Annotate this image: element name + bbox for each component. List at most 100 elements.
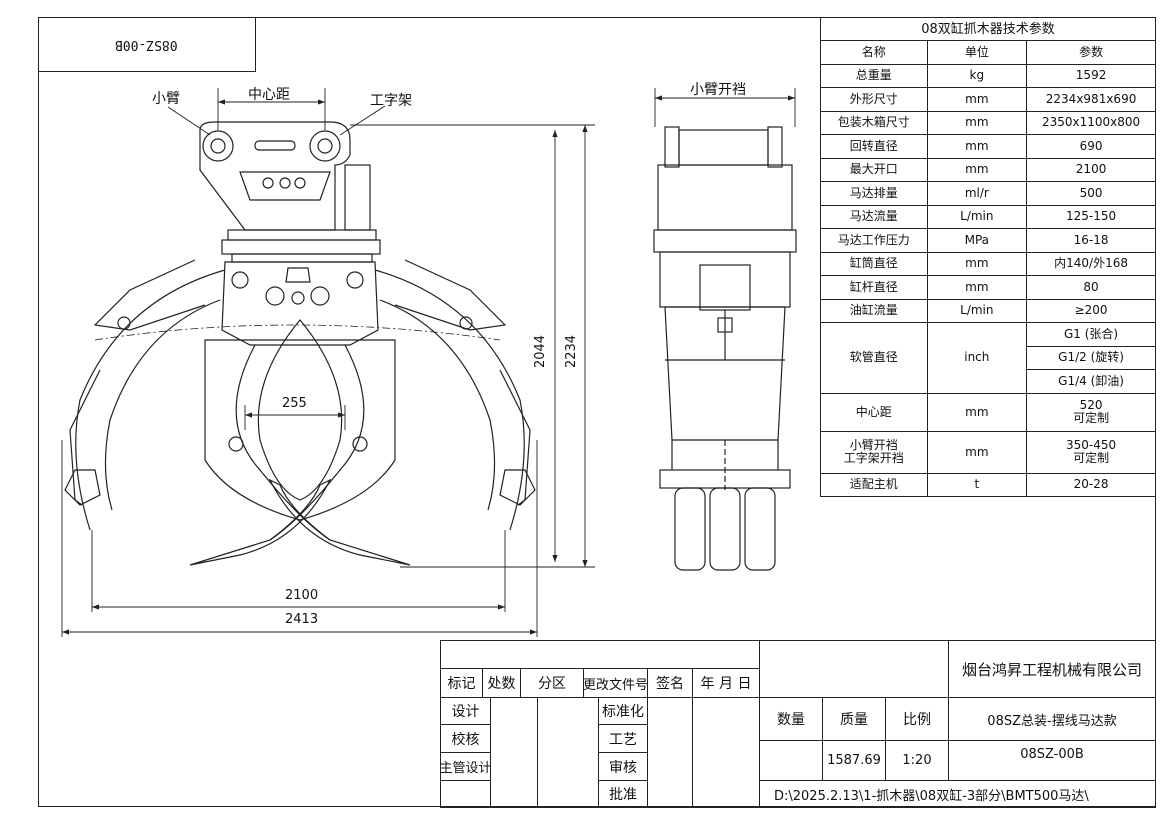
spec-unit: mm — [926, 392, 1028, 432]
spec-value: 125-150 — [1026, 204, 1156, 229]
spec-name: 最大开口 — [820, 157, 928, 182]
spec-name-line: 工字架开裆 — [843, 451, 904, 465]
role-label: 工艺 — [598, 724, 648, 753]
spec-value: 500 — [1026, 181, 1156, 206]
spec-value: ≥200 — [1026, 298, 1156, 323]
spec-value: G1/2 (旋转) — [1026, 345, 1156, 370]
side-view-grapple — [653, 126, 797, 571]
spec-title: 08双缸抓木器技术参数 — [820, 17, 1156, 41]
spec-name-line: 小臂开裆 — [849, 438, 898, 452]
rev-header: 更改文件号 — [583, 668, 648, 698]
spec-name: 油缸流量 — [820, 298, 928, 323]
rev-header: 分区 — [520, 668, 584, 698]
role-label: 批准 — [598, 780, 648, 808]
spec-name: 马达工作压力 — [820, 228, 928, 253]
front-dimensions — [61, 88, 595, 637]
label-center-distance: 中心距 — [248, 87, 290, 103]
mirrored-code-box: 08SZ-00B — [38, 17, 256, 72]
mass-value: 1587.69 — [822, 740, 886, 781]
sign-column — [490, 697, 538, 808]
spec-name: 回转直径 — [820, 134, 928, 159]
spec-value: G1/4 (卸油) — [1026, 369, 1156, 394]
rev-blank-row — [440, 640, 760, 669]
spec-unit: ml/r — [926, 181, 1028, 206]
spec-name: 中心距 — [820, 392, 928, 432]
role-label: 标准化 — [598, 697, 648, 725]
spec-row-host: 适配主机 t 20-28 — [820, 472, 1156, 497]
spec-row-hose: 软管直径 inch G1 (张合) — [820, 322, 1156, 394]
spec-value: 2100 — [1026, 157, 1156, 182]
spec-value: 20-28 — [1026, 472, 1156, 497]
header-name: 名称 — [820, 40, 928, 65]
qty-label: 数量 — [759, 697, 823, 741]
side-dimensions — [654, 88, 796, 127]
role-label: 审核 — [598, 752, 648, 781]
spec-unit: mm — [926, 275, 1028, 300]
spec-name: 缸杆直径 — [820, 275, 928, 300]
date-column-2 — [692, 697, 760, 808]
spec-value: 2350x1100x800 — [1026, 110, 1156, 135]
blank-area — [759, 640, 949, 698]
spec-unit: kg — [926, 63, 1028, 88]
drawing-frame — [38, 17, 1156, 807]
spec-name: 包装木箱尺寸 — [820, 110, 928, 135]
scale-label: 比例 — [885, 697, 949, 741]
spec-value: 80 — [1026, 275, 1156, 300]
mass-label: 质量 — [822, 697, 886, 741]
spec-header-row: 名称 单位 参数 — [820, 40, 1156, 65]
rev-header: 处数 — [482, 668, 521, 698]
drawing-number: 08SZ-00B — [948, 740, 1156, 781]
spec-value: 16-18 — [1026, 228, 1156, 253]
spec-name: 总重量 — [820, 63, 928, 88]
label-i-frame: 工字架 — [370, 93, 412, 109]
spec-unit: mm — [926, 134, 1028, 159]
company-name: 烟台鸿昇工程机械有限公司 — [948, 640, 1156, 698]
spec-unit: t — [926, 472, 1028, 497]
spec-name: 马达流量 — [820, 204, 928, 229]
spec-value: G1 (张合) — [1026, 322, 1156, 347]
label-arm-gap: 小臂开裆 — [690, 82, 746, 98]
spec-value: 内140/外168 — [1026, 251, 1156, 276]
spec-value-note: 可定制 — [1073, 451, 1110, 465]
spec-name: 马达排量 — [820, 181, 928, 206]
role-label: 设计 — [440, 697, 491, 725]
spec-value: 2234x981x690 — [1026, 87, 1156, 112]
dim-height-2044: 2044 — [533, 334, 549, 369]
spec-name: 软管直径 — [820, 322, 928, 394]
spec-name: 适配主机 — [820, 472, 928, 497]
spec-unit: MPa — [926, 228, 1028, 253]
spec-value-number: 520 — [1079, 398, 1103, 412]
file-path: D:\2025.2.13\1-抓木器\08双缸-3部分\BMT500马达\ — [759, 780, 1156, 808]
spec-unit: inch — [926, 322, 1028, 394]
spec-subrow: G1/2 (旋转) — [821, 345, 1156, 370]
spec-name: 缸筒直径 — [820, 251, 928, 276]
header-value: 参数 — [1026, 40, 1156, 65]
rev-header: 年 月 日 — [692, 668, 760, 698]
dim-opening-2100: 2100 — [285, 588, 319, 603]
dim-total-width-2413: 2413 — [285, 612, 319, 627]
qty-value — [759, 740, 823, 781]
header-unit: 单位 — [926, 40, 1028, 65]
spec-name: 小臂开裆工字架开裆 — [820, 430, 928, 474]
spec-value: 1592 — [1026, 63, 1156, 88]
dim-height-2234: 2234 — [564, 334, 580, 369]
spec-value-number: 350-450 — [1066, 438, 1117, 452]
dim-inner-gap: 255 — [282, 396, 307, 411]
spec-unit: L/min — [926, 204, 1028, 229]
